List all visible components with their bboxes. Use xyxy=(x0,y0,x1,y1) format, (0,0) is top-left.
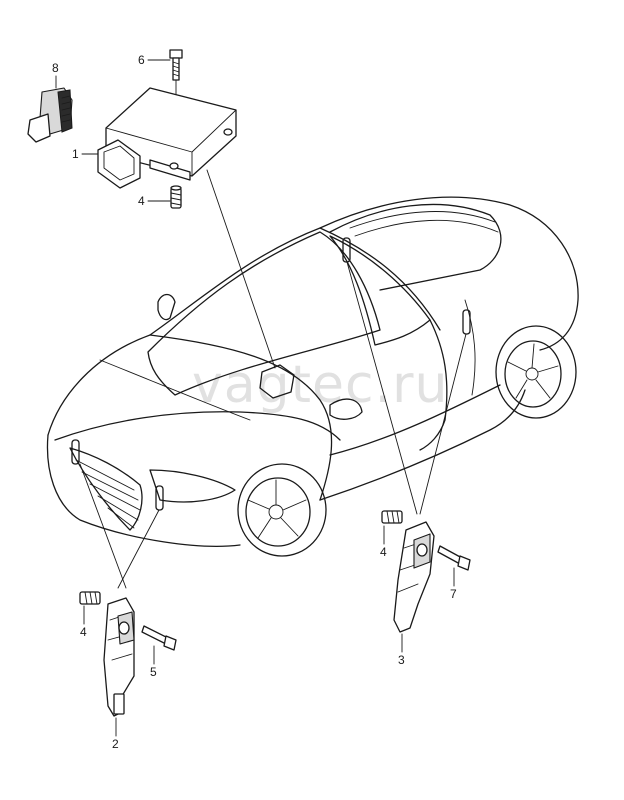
callout-4-top: 4 xyxy=(138,194,145,208)
callout-5: 5 xyxy=(150,665,157,679)
threaded-bush-top xyxy=(170,185,182,209)
watermark: vagtec.ru xyxy=(192,355,448,415)
front-wheel xyxy=(237,463,327,557)
crash-sensor-3 xyxy=(393,521,435,633)
callout-8: 8 xyxy=(52,61,59,75)
mark-front-right xyxy=(155,485,164,511)
airbag-control-unit xyxy=(97,87,237,189)
callouts: 8 6 1 4 4 5 2 4 7 3 xyxy=(52,53,457,751)
bolt-7 xyxy=(437,545,471,571)
callout-2: 2 xyxy=(112,737,119,751)
callout-1: 1 xyxy=(72,147,79,161)
callout-7: 7 xyxy=(450,587,457,601)
rear-wheel xyxy=(495,325,577,419)
bolt-6 xyxy=(169,49,183,81)
threaded-bush-right xyxy=(381,510,403,524)
mark-side xyxy=(462,309,471,335)
bolt-5 xyxy=(141,625,177,651)
threaded-bush-left xyxy=(79,591,101,605)
callout-3: 3 xyxy=(398,653,405,667)
callout-6: 6 xyxy=(138,53,145,67)
callout-4-left: 4 xyxy=(80,625,87,639)
callout-4-right: 4 xyxy=(380,545,387,559)
crash-sensor-2 xyxy=(103,597,135,717)
connector-8 xyxy=(27,87,73,143)
mark-front-left xyxy=(71,439,80,465)
mark-roof xyxy=(342,237,351,263)
mark-control-unit xyxy=(259,364,295,399)
